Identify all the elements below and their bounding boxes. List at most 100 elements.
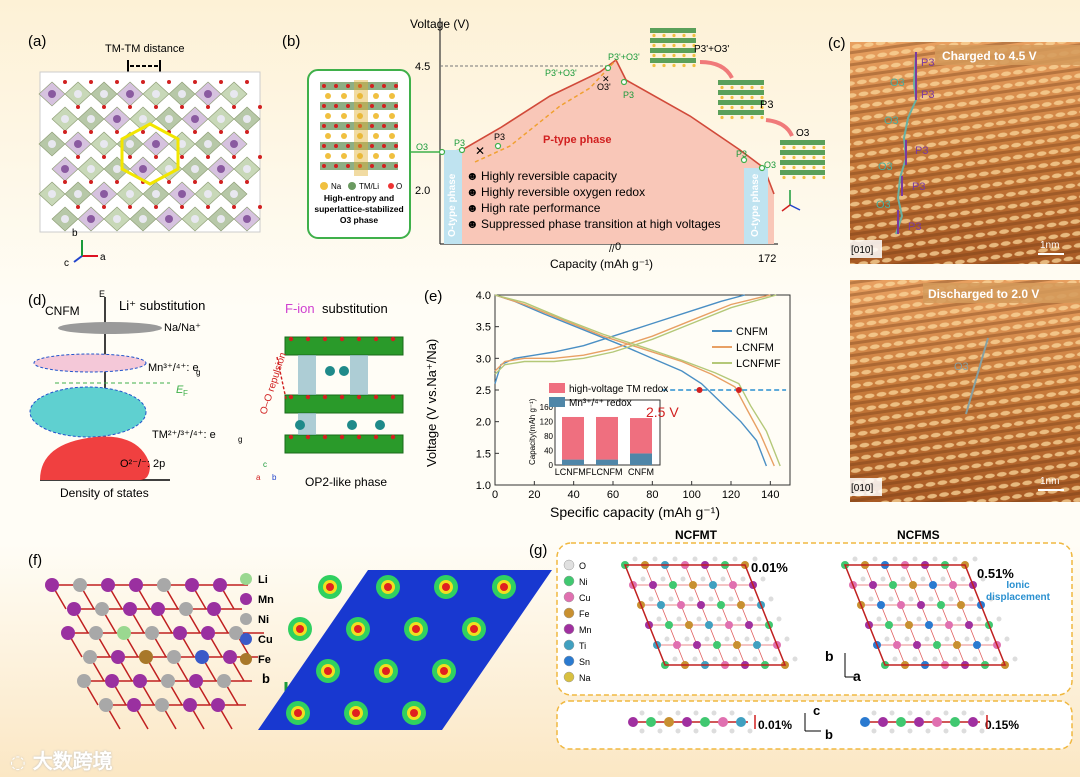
axis-c-arrow <box>73 255 83 263</box>
tm-site <box>230 140 238 148</box>
inset-legend-swatch <box>549 383 565 393</box>
phase-marker <box>494 142 502 150</box>
na-dot <box>682 43 686 48</box>
legend-dot-cu <box>240 633 252 645</box>
oxygen-atom <box>358 144 362 148</box>
bullet-text-2: High rate performance <box>481 201 601 215</box>
op2-structure-image <box>276 336 404 454</box>
g-oxygen <box>708 596 714 602</box>
tm-site <box>191 115 199 123</box>
legend-label: LCNFMF <box>736 358 781 370</box>
atom-mn <box>67 602 81 616</box>
na-dot <box>662 63 666 68</box>
na-dot <box>792 155 796 160</box>
tm-site <box>139 215 147 223</box>
na-atom <box>357 113 363 119</box>
g-cell-1 <box>843 564 1007 666</box>
g-cation <box>685 621 693 629</box>
g-oxygen <box>920 576 926 582</box>
tm-site <box>165 165 173 173</box>
g-oxygen <box>648 596 654 602</box>
g-oxygen <box>880 576 886 582</box>
g-oxygen <box>952 656 958 662</box>
g-legend-dot <box>563 639 575 651</box>
g-oxygen <box>916 616 922 622</box>
g-cation <box>909 581 917 589</box>
g-cation <box>725 621 733 629</box>
g-cation <box>957 601 965 609</box>
g-chain-o <box>961 710 967 716</box>
g-oxygen <box>632 556 638 562</box>
g-chain-o <box>979 728 985 734</box>
na-dot <box>812 145 816 150</box>
g-oxygen <box>716 616 722 622</box>
tm-site <box>74 90 82 98</box>
o-atom <box>322 434 328 440</box>
p-type-phase-label: P-type phase <box>543 134 611 146</box>
na-dot <box>740 105 744 110</box>
density-core <box>352 709 360 717</box>
tm-label: TM²⁺/³⁺/⁴⁺: e <box>152 429 216 441</box>
na-dot <box>662 43 666 48</box>
o-atom <box>373 336 379 342</box>
na-atom <box>389 153 395 159</box>
g-cation <box>897 601 905 609</box>
g-oxygen <box>712 556 718 562</box>
inset-legend-label: high-voltage TM redox <box>569 384 668 395</box>
na-dot <box>672 33 676 38</box>
axis-a-label: a <box>100 252 106 263</box>
na-dot <box>750 105 754 110</box>
oxygen-atom <box>334 84 338 88</box>
oxygen-atom <box>394 104 398 108</box>
g-oxygen <box>740 576 746 582</box>
tm-site <box>48 140 56 148</box>
atom-mn <box>223 650 237 664</box>
oxygen-atom <box>322 144 326 148</box>
g-axis-b-label: b <box>825 648 834 664</box>
f-axis-b-label: b <box>262 671 270 686</box>
layer-0 <box>650 28 696 33</box>
g-legend-label: Ni <box>579 577 588 587</box>
g-cation <box>869 581 877 589</box>
tm-site <box>61 115 69 123</box>
na-atom <box>325 153 331 159</box>
g-chain-o <box>711 710 717 716</box>
tm-site <box>113 115 121 123</box>
ncfms-title: NCFMS <box>897 528 940 542</box>
na-dot <box>720 95 724 100</box>
tm-o-slab <box>284 336 404 356</box>
e-xtick-label: 60 <box>607 489 619 501</box>
b-xtick-172: 172 <box>758 253 776 265</box>
oxygen-site <box>232 155 236 159</box>
g-chain-atom <box>628 717 638 727</box>
oxygen-site <box>115 80 119 84</box>
na-dot <box>822 165 825 170</box>
g-cation <box>705 621 713 629</box>
g-oxygen <box>936 616 942 622</box>
g-axis-b2-label: b <box>825 727 833 742</box>
b-ytick-20: 2.0 <box>415 185 430 197</box>
cross-mark: ✕ <box>475 144 485 158</box>
tm-site <box>178 140 186 148</box>
g-legend-dot <box>563 559 575 571</box>
na-dot <box>692 63 696 68</box>
oxygen-atom <box>382 84 386 88</box>
layer-0 <box>650 58 696 63</box>
o-atom <box>305 434 311 440</box>
v25-marker-2 <box>735 387 742 393</box>
atom-fe <box>139 650 153 664</box>
legend-label-fe: Fe <box>258 654 271 666</box>
phase-marker <box>740 156 748 164</box>
g-oxygen <box>684 636 690 642</box>
oxygen-atom <box>370 124 374 128</box>
oxygen-site <box>180 105 184 109</box>
tm-site <box>204 140 212 148</box>
cross-mark-2: ✕ <box>602 74 610 84</box>
na-atom <box>341 113 347 119</box>
g-oxygen <box>912 656 918 662</box>
legend-dot-mn <box>240 593 252 605</box>
layer-1 <box>718 100 764 105</box>
atom-mn <box>111 650 125 664</box>
oxygen-site <box>193 180 197 184</box>
